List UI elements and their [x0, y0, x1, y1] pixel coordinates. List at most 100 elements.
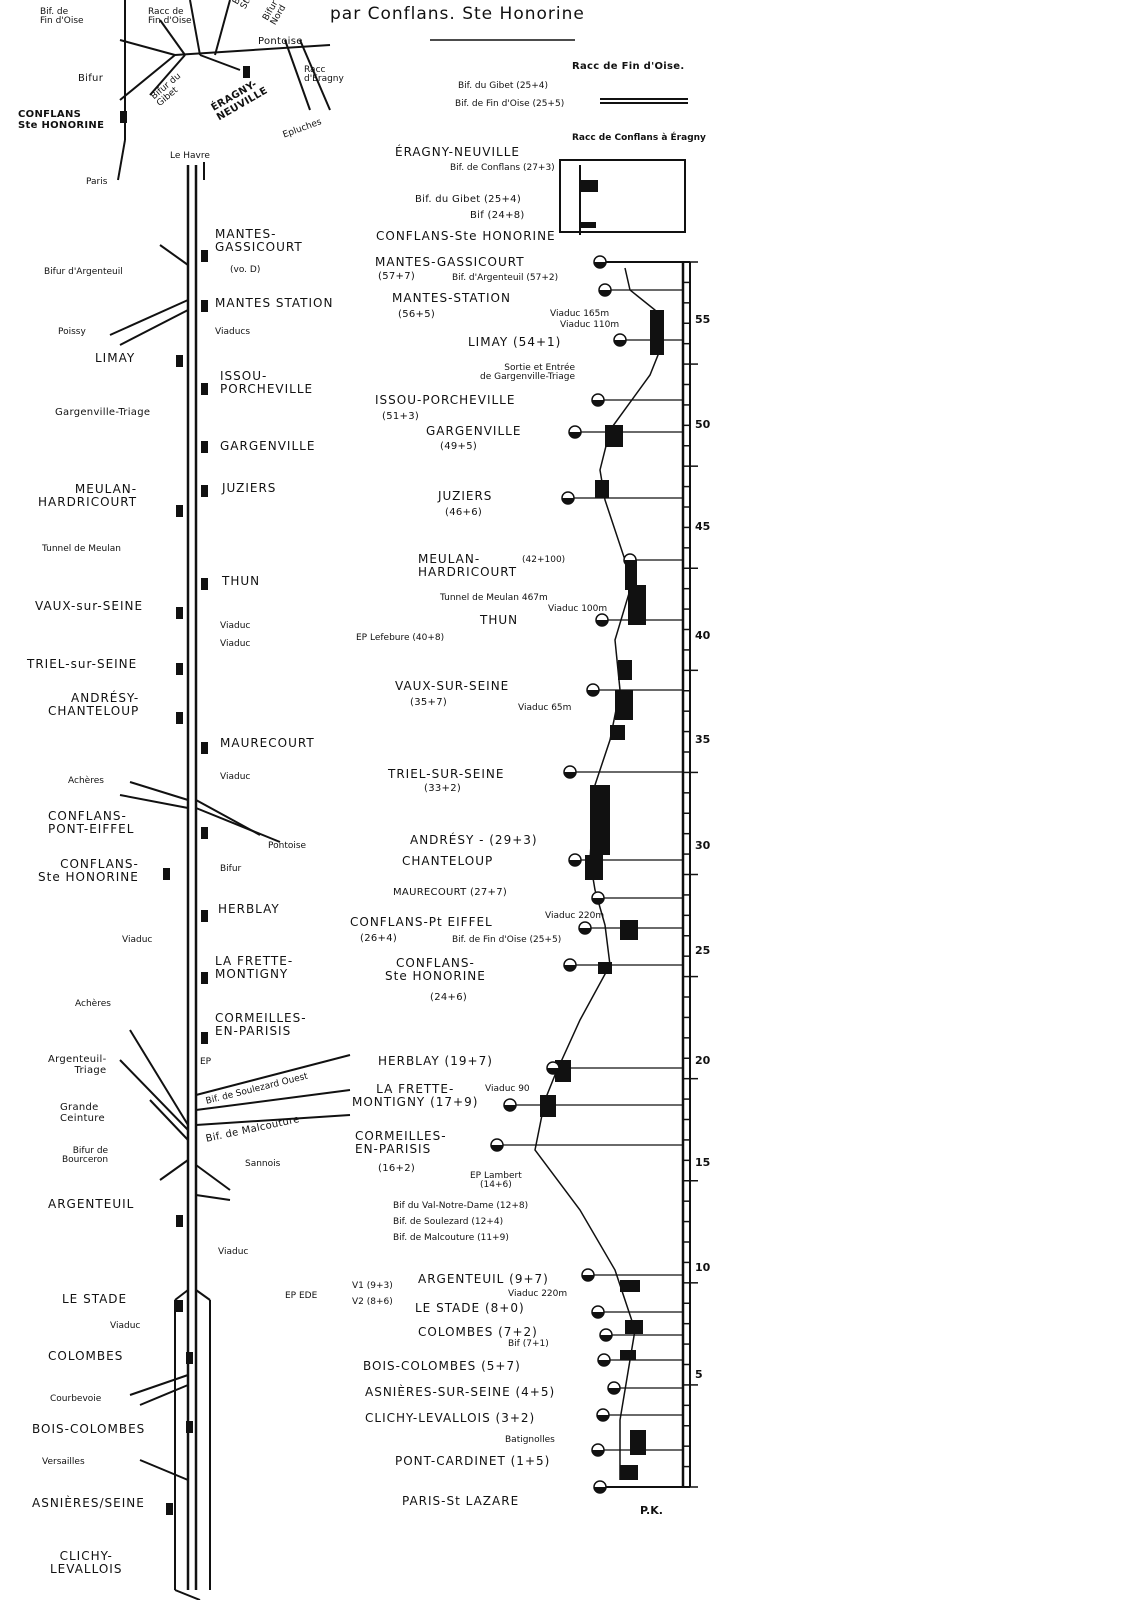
station-circle-fill	[592, 898, 604, 904]
profile-juziers: JUZIERS	[438, 489, 493, 503]
inset-label-racc-eragny: Racc d'Éragny	[304, 65, 344, 85]
station-herblay: HERBLAY	[218, 902, 280, 916]
label-courbevoie: Courbevoie	[50, 1394, 102, 1404]
label-viaduc-3: Viaduc	[220, 772, 251, 782]
station-circle-fill	[579, 928, 591, 934]
label-viaduc-6: Viaduc	[110, 1321, 141, 1331]
label-poissy: Poissy	[58, 327, 86, 337]
platform-block	[625, 560, 637, 590]
note-bif-fin-doise: Bif. de Fin d'Oise (25+5)	[452, 935, 562, 945]
platform-block	[590, 785, 610, 855]
station-clichy-levallois: CLICHY- LEVALLOIS	[50, 1549, 123, 1576]
station-maurecourt: MAURECOURT	[220, 736, 315, 750]
station-block	[201, 742, 208, 754]
label-grande-ceinture: Grande Ceinture	[60, 1102, 105, 1124]
station-markers	[490, 255, 637, 1494]
label-gargenville-triage: Gargenville-Triage	[55, 407, 151, 418]
pk-tick-label: 20	[695, 1054, 711, 1067]
page-title: par Conflans. Ste Honorine	[330, 4, 585, 24]
note-ep-lefebure: EP Lefebure (40+8)	[356, 633, 445, 643]
inset-label-pontoise: Pontoise	[258, 36, 303, 47]
profile-pont-cardinet: PONT-CARDINET (1+5)	[395, 1454, 551, 1468]
le-havre-label: Le Havre	[170, 151, 210, 161]
pk-tick-label: 45	[695, 520, 711, 533]
station-circle-fill	[608, 1388, 620, 1394]
profile-inset-bif-de-conflans: Bif. de Conflans (27+3)	[450, 163, 555, 173]
station-circle-fill	[564, 772, 576, 778]
note-batignolles: Batignolles	[505, 1435, 555, 1445]
station-block	[176, 712, 183, 724]
profile-mantes-station: MANTES-STATION	[392, 291, 511, 305]
station-block	[201, 827, 208, 839]
platform-block	[620, 1465, 638, 1480]
label-pontoise: Pontoise	[268, 841, 307, 851]
station-blocks	[120, 66, 250, 1515]
profile-meulan-hardricourt: MEULAN- HARDRICOURT	[418, 552, 518, 579]
note-viaduc-100: Viaduc 100m	[548, 604, 608, 614]
station-circle-fill	[624, 560, 636, 566]
label-viaduc-1: Viaduc	[220, 621, 251, 631]
profile-conflans-pt-eiffel: CONFLANS-Pt EIFFEL	[350, 915, 493, 929]
profile-inset-conflans-ste-honorine: CONFLANS-Ste HONORINE	[376, 229, 556, 243]
platform-block	[580, 180, 598, 192]
station-limay: LIMAY	[95, 351, 136, 365]
note-epde-v2: V2 (8+6)	[352, 1297, 393, 1307]
profile-mantes-gassicourt-extra: Bif. d'Argenteuil (57+2)	[452, 273, 559, 283]
station-gargenville: GARGENVILLE	[220, 439, 316, 453]
pk-axis-label: P.K.	[640, 1504, 663, 1517]
platform-block	[630, 1430, 646, 1455]
profile-triel-sur-seine: TRIEL-SUR-SEINE	[388, 767, 505, 781]
platform-block	[605, 425, 623, 447]
station-asnieres-seine: ASNIÈRES/SEINE	[32, 1496, 145, 1510]
station-block	[176, 1215, 183, 1227]
station-thun: THUN	[222, 574, 261, 588]
station-mantes-station: MANTES STATION	[215, 296, 334, 310]
station-mantes-gassicourt: MANTES- GASSICOURT	[215, 227, 303, 254]
label-bifur: Bifur	[220, 864, 242, 874]
station-block	[176, 663, 183, 675]
profile-vaux-sur-seine: VAUX-SUR-SEINE	[395, 679, 510, 693]
platform-block	[598, 962, 612, 974]
platform-block	[610, 725, 625, 740]
platform-block	[618, 660, 632, 680]
inset-label-bif-fin-doise: Bif. de Fin d'Oise	[40, 7, 84, 27]
profile-triel-sur-seine-pk: (33+2)	[424, 783, 462, 794]
station-le-stade: LE STADE	[62, 1292, 128, 1306]
profile-clichy-levallois: CLICHY-LEVALLOIS (3+2)	[365, 1411, 536, 1425]
pk-tick-label: 5	[695, 1368, 703, 1381]
platform-block	[540, 1095, 556, 1117]
note-viaduc-90: Viaduc 90	[485, 1084, 530, 1094]
station-circle-fill	[592, 400, 604, 406]
station-circle-fill	[614, 340, 626, 346]
station-block	[166, 1503, 173, 1515]
profile-herblay: HERBLAY (19+7)	[378, 1054, 493, 1068]
station-circle-fill	[599, 290, 611, 296]
station-circle-fill	[564, 965, 576, 971]
station-circle-fill	[582, 1275, 594, 1281]
pk-tick-label: 30	[695, 839, 711, 852]
station-conflans-pont-eiffel: CONFLANS- PONT-EIFFEL	[48, 809, 135, 836]
profile-limay: LIMAY (54+1)	[468, 335, 562, 349]
profile-issou-porcheville: ISSOU-PORCHEVILLE	[375, 393, 516, 407]
pk-tick-label: 10	[695, 1261, 711, 1274]
note-tunnel-meulan: Tunnel de Meulan 467m	[440, 593, 548, 603]
note-epde-v1: V1 (9+3)	[352, 1281, 393, 1291]
eragny-profile-frame	[559, 159, 686, 233]
station-issou-porcheville: ISSOU- PORCHEVILLE	[220, 369, 314, 396]
station-juziers: JUZIERS	[222, 481, 277, 495]
inset-label-paris: Paris	[86, 177, 108, 187]
profile-andresy: ANDRÉSY - (29+3)	[410, 833, 538, 847]
platform-block	[620, 1350, 636, 1360]
label-viaducs: Viaducs	[215, 327, 251, 337]
profile-asnieres-sur-seine: ASNIÈRES-SUR-SEINE (4+5)	[365, 1385, 556, 1399]
station-block	[176, 355, 183, 367]
station-circle-fill	[562, 498, 574, 504]
platform-block	[625, 1320, 643, 1334]
inset-label-bifur: Bifur	[78, 73, 104, 84]
note-viaduc-165: Viaduc 165m	[550, 309, 610, 319]
station-circle-fill	[597, 1415, 609, 1421]
platform-block	[628, 585, 646, 625]
station-block	[201, 972, 208, 984]
station-block	[186, 1421, 193, 1433]
inset-label-racc-fin-doise: Racc de Fin d'Oise	[148, 7, 192, 27]
